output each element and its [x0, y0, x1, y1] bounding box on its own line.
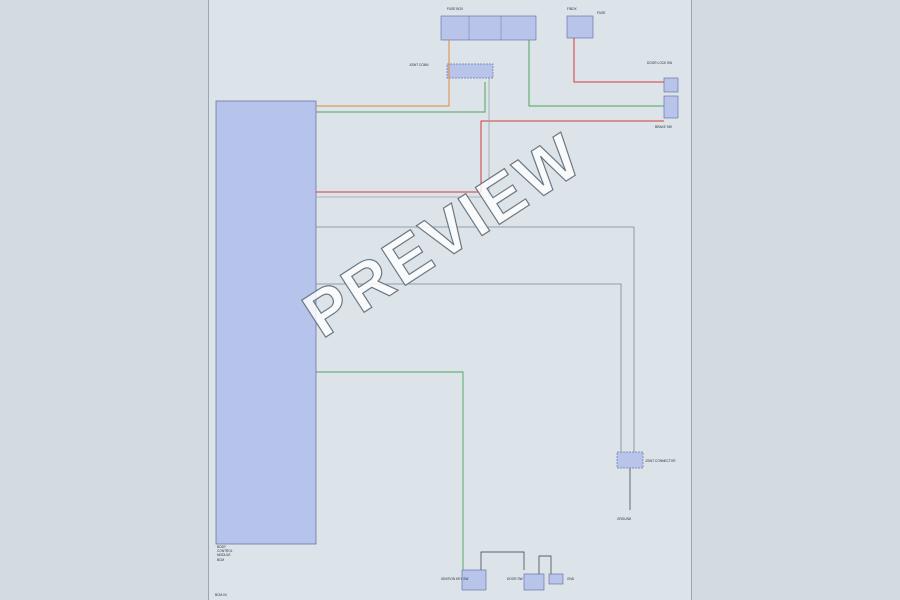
bottom-item-3-label: GND: [567, 577, 575, 581]
right-connector-1-label: DOOR LOCK SW: [647, 61, 672, 65]
module-title: BCM: [217, 558, 224, 562]
bottom-right-connector-label: JOINT CONNECTOR: [645, 459, 676, 463]
bottom-item-2-label: DOOR SW: [507, 577, 523, 581]
joint-connector-label: JOINT CONN: [409, 63, 429, 67]
module-name-3: MODULE: [217, 553, 231, 557]
page-ref: BCM-04: [215, 593, 227, 597]
fuse-box-2: F/BOX FUSE: [566, 7, 606, 39]
fuse-box-1: FUSE BOX: [440, 7, 537, 41]
body-control-module: BODY CONTROL MODULE BCM: [215, 100, 317, 562]
bottom-ground: GND: [548, 573, 575, 585]
right-connector-2-label: BRAKE SW: [655, 125, 672, 129]
bottom-switch-2: DOOR SW: [507, 573, 545, 591]
right-connector-1: DOOR LOCK SW: [647, 61, 679, 93]
fuse-box-1-title: FUSE BOX: [447, 7, 464, 11]
bottom-right-connector: JOINT CONNECTOR GROUND: [616, 451, 676, 521]
fuse-box-2-title: F/BOX: [567, 7, 577, 11]
bottom-switch-1: IGNITION KEY SW: [441, 569, 487, 591]
bottom-item-1-label: IGNITION KEY SW: [441, 577, 468, 581]
schematic-sheet: FUSE BOX F/BOX FUSE JOINT CONN DOOR LOCK…: [208, 0, 692, 600]
module-name-1: BODY: [217, 545, 227, 549]
module-name-2: CONTROL: [217, 549, 233, 553]
right-connector-2: BRAKE SW: [655, 95, 679, 129]
fuse-box-3-title: FUSE: [597, 11, 606, 15]
wiring-diagram: FUSE BOX F/BOX FUSE JOINT CONN DOOR LOCK…: [215, 7, 679, 597]
bottom-right-ground-label: GROUND: [617, 517, 632, 521]
joint-connector: JOINT CONN: [409, 63, 494, 79]
